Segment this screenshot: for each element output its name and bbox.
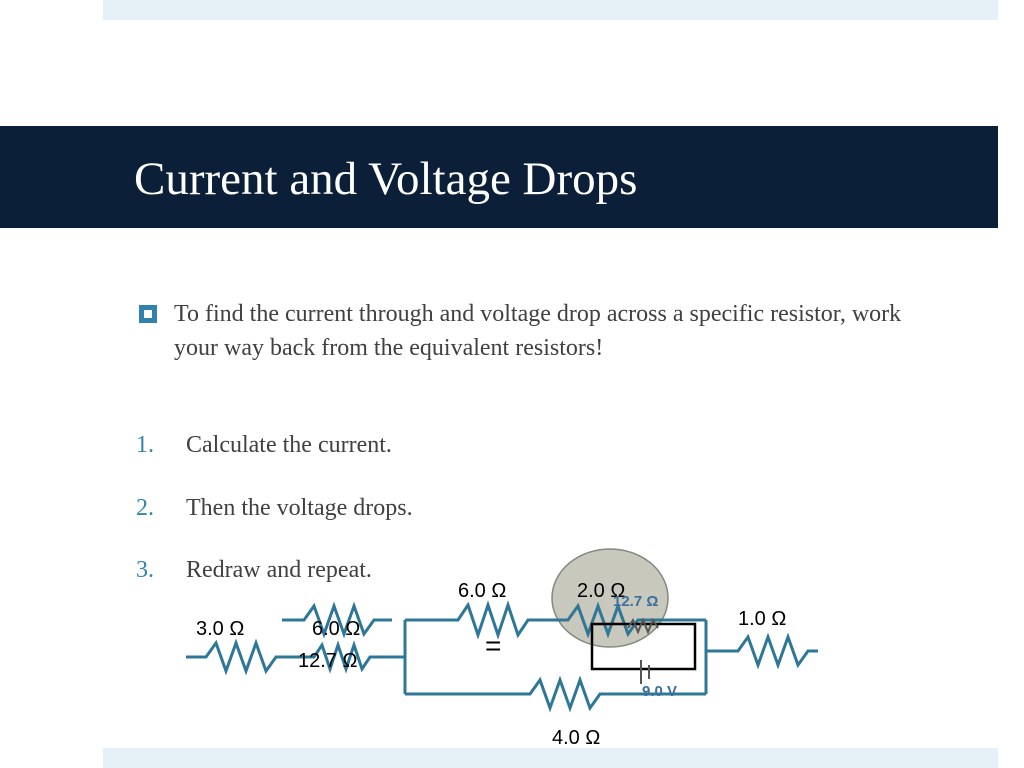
label-2-ohm: 2.0 Ω (577, 580, 625, 602)
slide-title: Current and Voltage Drops (134, 153, 638, 205)
label-4-ohm: 4.0 Ω (552, 727, 600, 749)
resistor-4-ohm (514, 675, 706, 713)
top-accent-strip (103, 0, 998, 20)
step-text: Then the voltage drops. (186, 495, 413, 521)
label-6-ohm-top: 6.0 Ω (458, 580, 506, 602)
label-1-ohm: 1.0 Ω (738, 608, 786, 630)
step-text: Redraw and repeat. (186, 557, 372, 583)
overlay-resistance-label: 12.7 Ω (613, 593, 658, 610)
step-number: 3. (136, 557, 154, 583)
resistor-3-ohm (186, 638, 296, 676)
resistor-6-ohm-left (282, 601, 392, 639)
step-text: Calculate the current. (186, 432, 392, 458)
label-6-ohm-left: 6.0 Ω (312, 618, 360, 640)
square-bullet-icon (139, 305, 157, 323)
title-bar (0, 126, 998, 228)
equals-sign: = (485, 630, 501, 661)
resistor-12-7-ohm (296, 640, 392, 674)
label-12-7-ohm: 12.7 Ω (298, 650, 357, 672)
resistor-1-ohm (722, 632, 818, 670)
label-3-ohm: 3.0 Ω (196, 618, 244, 640)
overlay-voltage-label: 9.0 V (642, 683, 677, 700)
highlight-circle (551, 548, 669, 648)
equivalent-circuit-box (590, 622, 697, 671)
intro-text: To find the current through and voltage … (174, 301, 902, 361)
small-resistor-mark (627, 617, 659, 635)
step-number: 2. (136, 495, 154, 521)
resistor-6-ohm-top (440, 600, 548, 640)
resistor-2-ohm (548, 601, 706, 639)
step-number: 1. (136, 432, 154, 458)
bottom-accent-strip (103, 748, 998, 768)
